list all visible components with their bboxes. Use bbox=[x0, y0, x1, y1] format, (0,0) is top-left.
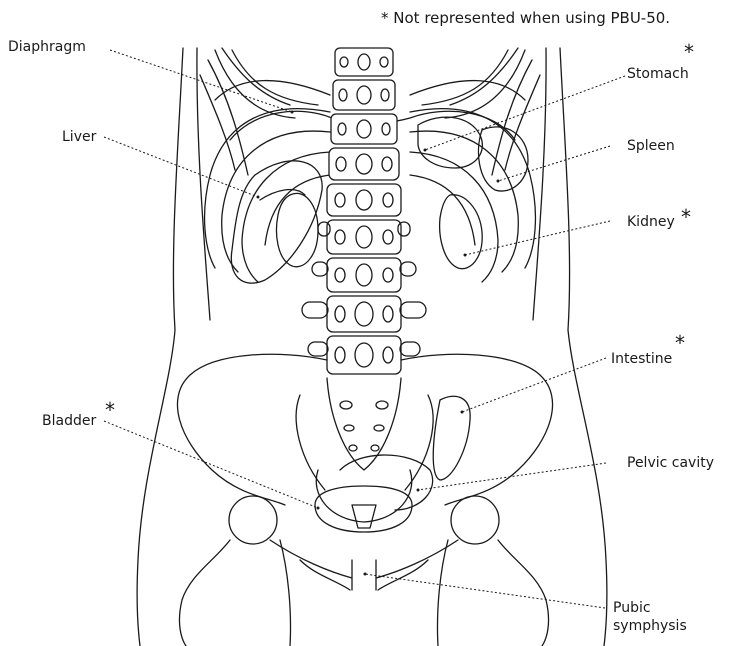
footnote-text: * Not represented when using PBU-50. bbox=[381, 9, 670, 27]
pelvis bbox=[177, 354, 552, 646]
leader-stomach bbox=[425, 76, 625, 150]
leader-kidney bbox=[465, 221, 610, 255]
rib-cage-right bbox=[410, 48, 540, 282]
asterisk-stomach: * bbox=[684, 42, 694, 62]
spine bbox=[302, 48, 426, 374]
leader-pubic-symphysis bbox=[365, 574, 605, 608]
label-pelvic-cavity: Pelvic cavity bbox=[627, 455, 714, 472]
label-pubic-symphysis-line2: symphysis bbox=[613, 618, 687, 635]
intestine-outline bbox=[433, 396, 470, 480]
label-intestine: Intestine bbox=[611, 351, 672, 368]
spleen-outline bbox=[478, 127, 528, 191]
kidney-right-outline bbox=[440, 195, 483, 269]
leader-pelvic-cavity bbox=[418, 463, 606, 490]
leader-intestine bbox=[462, 358, 606, 412]
asterisk-intestine: * bbox=[675, 333, 685, 353]
label-spleen: Spleen bbox=[627, 138, 675, 155]
label-pubic-symphysis-line1: Pubic bbox=[613, 600, 651, 617]
leader-spleen bbox=[498, 146, 610, 181]
label-diaphragm: Diaphragm bbox=[8, 39, 86, 56]
leader-bladder bbox=[104, 421, 318, 508]
asterisk-kidney: * bbox=[681, 207, 691, 227]
asterisk-bladder: * bbox=[105, 400, 115, 420]
kidney-left-outline bbox=[277, 193, 319, 266]
stomach-outline bbox=[418, 117, 482, 168]
label-liver: Liver bbox=[62, 129, 96, 146]
label-stomach: Stomach bbox=[627, 66, 689, 83]
pelvic-cavity-outline bbox=[340, 455, 433, 510]
label-kidney: Kidney bbox=[627, 214, 675, 231]
label-bladder: Bladder bbox=[42, 413, 96, 430]
